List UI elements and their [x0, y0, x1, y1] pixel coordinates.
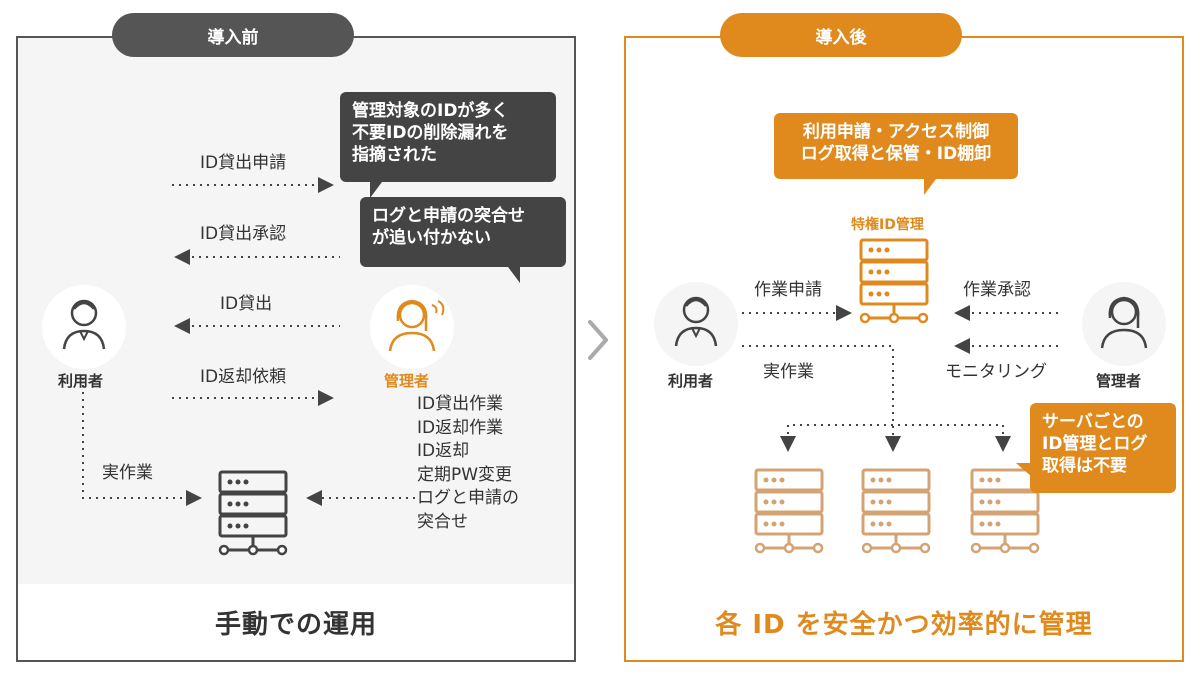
before-footer-caption: 手動での運用 — [214, 609, 377, 640]
callout-log-matching: ログと申請の突合せ が追い付かない — [360, 197, 566, 283]
label-id-approve: ID貸出承認 — [200, 224, 287, 244]
user-label: 利用者 — [58, 372, 104, 390]
callout-no-per-server: サーバごとの ID管理とログ 取得は不要 — [1016, 403, 1176, 493]
user-label: 利用者 — [668, 372, 714, 390]
server-icon — [859, 238, 929, 324]
admin-task-list: ID貸出作業 ID返却作業 ID返却 定期PW変更 ログと申請の 突合せ — [417, 393, 519, 534]
admin-label: 管理者 — [384, 372, 430, 390]
after-footer-caption: 各 ID を安全かつ効率的に管理 — [715, 609, 1093, 640]
callout-too-many-ids: 管理対象のIDが多く 不要IDの削除漏れを 指摘された — [340, 92, 556, 198]
user-icon — [654, 282, 738, 366]
callout-line: ログ取得と保管・ID棚卸 — [800, 144, 992, 164]
arrow-work — [82, 378, 202, 506]
label-work-request: 作業申請 — [754, 280, 822, 300]
label-id-lend: ID貸出 — [220, 294, 273, 314]
admin-label: 管理者 — [1096, 372, 1142, 390]
server-icon — [970, 468, 1040, 554]
task-item: 突合せ — [417, 511, 468, 532]
callout-line: ID管理とログ — [1042, 434, 1148, 454]
task-item: ID返却 — [417, 441, 470, 461]
task-item: ログと申請の — [417, 488, 519, 508]
callout-line: 管理対象のIDが多く — [352, 101, 509, 121]
label-work-approve: 作業承認 — [963, 280, 1031, 300]
server-icon — [218, 470, 288, 556]
chevron-right-icon — [588, 320, 608, 360]
callout-line: 利用申請・アクセス制御 — [802, 122, 990, 142]
arrow-branch — [787, 424, 1011, 452]
label-actual-work: 実作業 — [763, 362, 814, 382]
label-work: 実作業 — [102, 463, 153, 483]
admin-icon — [370, 285, 454, 369]
task-item: ID返却作業 — [417, 417, 504, 438]
after-pill-label: 導入後 — [720, 13, 962, 57]
task-item: ID貸出作業 — [417, 394, 504, 414]
server-icon — [754, 468, 824, 554]
before-pill-label: 導入前 — [112, 13, 354, 57]
callout-line: サーバごとの — [1042, 412, 1144, 432]
user-icon — [42, 285, 126, 369]
callout-line: ログと申請の突合せ — [372, 206, 525, 226]
server-icon — [861, 468, 931, 554]
callout-pam-features: 利用申請・アクセス制御 ログ取得と保管・ID棚卸 — [774, 113, 1018, 195]
callout-line: 指摘された — [352, 145, 437, 165]
callout-line: 取得は不要 — [1042, 456, 1127, 476]
label-id-apply: ID貸出申請 — [200, 153, 287, 173]
task-item: 定期PW変更 — [417, 464, 513, 485]
pam-label: 特権ID管理 — [851, 217, 924, 233]
label-id-return-request: ID返却依頼 — [200, 367, 287, 387]
callout-line: 不要IDの削除漏れを — [352, 123, 509, 143]
label-monitoring: モニタリング — [945, 362, 1047, 382]
arrow-actual-work — [742, 345, 901, 452]
admin-icon — [1082, 282, 1166, 366]
callout-line: が追い付かない — [372, 228, 491, 248]
